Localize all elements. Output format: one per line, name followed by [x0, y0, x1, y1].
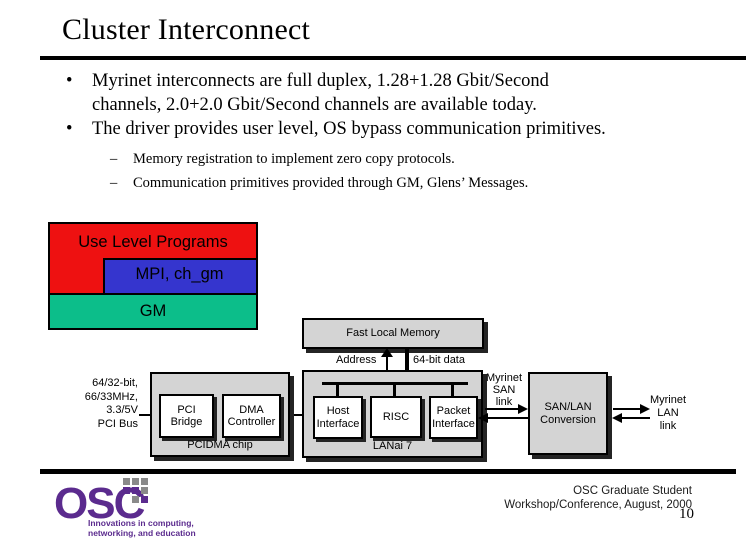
myrinet-lan-link-label: Myrinet LAN link	[637, 394, 699, 433]
dma-to-host-line	[277, 414, 313, 416]
pci-bus-line4: PCI Bus	[97, 417, 138, 430]
sub-bullet-item: – Memory registration to implement zero …	[110, 151, 455, 168]
bullet-text: The driver provides user level, OS bypas…	[92, 119, 606, 139]
fast-local-memory-box: Fast Local Memory	[302, 318, 484, 349]
data-bus-line	[405, 349, 409, 382]
lan-out-arrowhead-icon	[640, 404, 650, 414]
dma-controller-box: DMA Controller	[222, 394, 281, 438]
bullet-text: Myrinet interconnects are full duplex, 1…	[92, 69, 644, 117]
san-link-line2: SAN	[492, 384, 516, 396]
mpi-layer	[103, 258, 256, 293]
use-level-programs-label: Use Level Programs	[78, 233, 228, 251]
bullet-item: • The driver provides user level, OS byp…	[66, 117, 644, 141]
bullet-marker: •	[66, 119, 73, 139]
tagline-line1: Innovations in computing,	[88, 518, 194, 528]
lan-link-line2: LAN	[657, 407, 679, 419]
bullet-line: Myrinet interconnects are full duplex, 1…	[92, 71, 549, 91]
lanai-bus-line	[322, 382, 468, 385]
logo-square	[132, 478, 139, 485]
bullet-line: channels, 2.0+2.0 Gbit/Second channels a…	[92, 95, 537, 115]
risc-label: RISC	[382, 410, 410, 423]
lan-link-line3: link	[659, 420, 677, 432]
pci-bridge-box: PCI Bridge	[159, 394, 214, 438]
san-link-line3: link	[495, 396, 513, 408]
address-arrowhead-icon	[381, 348, 393, 357]
lanai-box: Host Interface RISC Packet Interface LAN…	[302, 370, 483, 458]
pci-bus-line2: 66/33MHz,	[84, 390, 138, 403]
address-line	[386, 356, 388, 382]
address-label: Address	[336, 354, 377, 366]
pci-bus-line3: 3.3/5V	[106, 404, 138, 416]
bus-stub-host	[336, 384, 339, 396]
myrinet-san-link-label: Myrinet SAN link	[481, 372, 527, 408]
logo-square	[123, 478, 130, 485]
footer-divider	[40, 469, 736, 474]
san-link-line1: Myrinet	[485, 372, 523, 384]
page-number: 10	[679, 506, 694, 522]
logo-square	[141, 496, 148, 503]
packet-interface-label: Packet Interface	[432, 405, 475, 430]
lanai-label: LANai 7	[372, 440, 413, 452]
pcidma-chip-box: PCI Bridge DMA Controller PCIDMA chip	[150, 372, 290, 457]
lan-in-line	[621, 417, 650, 419]
sub-bullet-marker: –	[110, 151, 118, 167]
san-lan-conversion-label: SAN/LAN Conversion	[540, 400, 596, 426]
lan-out-line	[613, 408, 642, 410]
bus-stub-risc	[393, 384, 396, 396]
gm-layer	[50, 293, 256, 328]
logo-square	[141, 487, 148, 494]
gm-label: GM	[139, 302, 167, 320]
logo-square	[132, 496, 139, 503]
lan-in-arrowhead-icon	[612, 413, 622, 423]
sub-bullet-marker: –	[110, 175, 118, 191]
host-interface-box: Host Interface	[313, 396, 363, 439]
logo-square	[132, 487, 139, 494]
page-title: Cluster Interconnect	[62, 13, 311, 46]
bus-stub-packet	[451, 384, 454, 396]
credit-line2: Workshop/Conference, August, 2000	[504, 498, 692, 511]
dma-controller-label: DMA Controller	[227, 403, 276, 429]
mpi-label: MPI, ch_gm	[135, 265, 224, 283]
san-in-line	[487, 417, 528, 419]
san-in-arrowhead-icon	[478, 413, 488, 423]
osc-tagline: Innovations in computing, networking, an…	[88, 518, 196, 538]
logo-square	[123, 487, 130, 494]
tagline-line2: networking, and education	[88, 527, 196, 538]
footer-credit: OSC Graduate Student Workshop/Conference…	[380, 485, 692, 512]
risc-box: RISC	[370, 396, 422, 438]
software-stack: Use Level Programs MPI, ch_gm GM	[48, 222, 258, 330]
sub-bullet-item: – Communication primitives provided thro…	[110, 175, 528, 192]
sub-bullet-text: Communication primitives provided throug…	[133, 175, 529, 191]
pcibus-to-bridge-line	[139, 414, 159, 416]
logo-square	[141, 478, 148, 485]
pcidma-chip-label: PCIDMA chip	[187, 439, 253, 451]
san-out-line	[485, 408, 519, 410]
pci-bridge-label: PCI Bridge	[170, 403, 203, 429]
osc-logo: OSC	[54, 479, 145, 528]
san-lan-conversion-box: SAN/LAN Conversion	[528, 372, 608, 455]
san-out-arrowhead-icon	[518, 404, 528, 414]
pci-bus-label: 64/32-bit, 66/33MHz, 3.3/5V PCI Bus	[58, 377, 138, 431]
bullet-marker: •	[66, 71, 73, 91]
title-divider	[40, 56, 746, 60]
bullet-item: • Myrinet interconnects are full duplex,…	[66, 69, 644, 117]
host-interface-label: Host Interface	[316, 405, 360, 430]
pci-bus-line1: 64/32-bit,	[92, 377, 138, 389]
credit-line1: OSC Graduate Student	[573, 485, 692, 497]
fast-local-memory-label: Fast Local Memory	[346, 327, 440, 339]
sub-bullet-text: Memory registration to implement zero co…	[133, 151, 455, 167]
osc-logo-squares-icon	[123, 478, 153, 508]
data-bus-label: 64-bit data	[413, 354, 465, 366]
lan-link-line1: Myrinet	[649, 394, 687, 406]
packet-interface-box: Packet Interface	[429, 396, 478, 439]
